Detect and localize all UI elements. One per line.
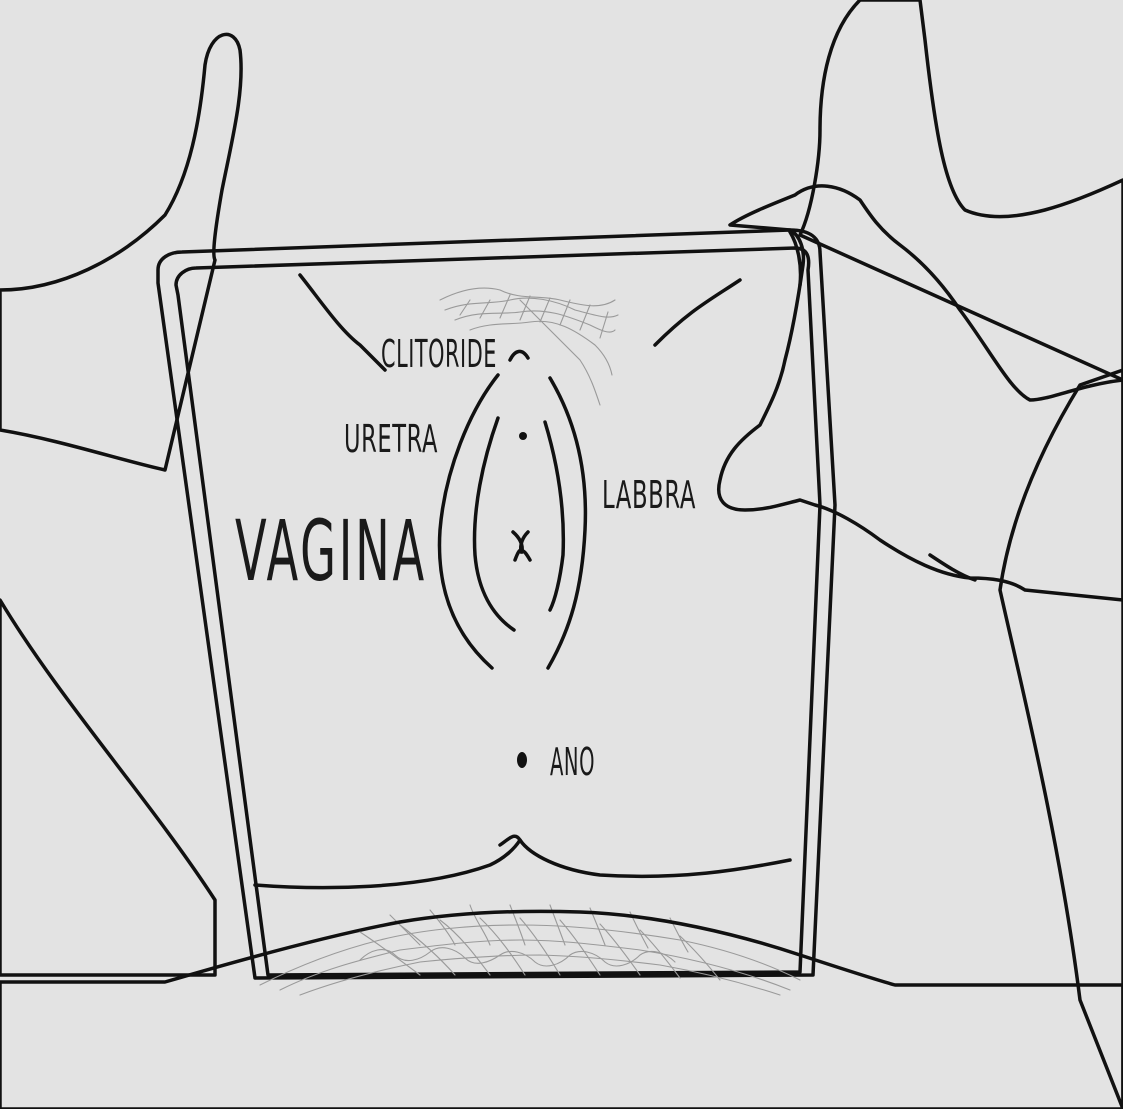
label-ano: ANO — [550, 740, 595, 784]
label-uretra: URETRA — [344, 417, 438, 461]
label-vagina: VAGINA — [235, 502, 427, 600]
label-labbra: LABBRA — [602, 473, 696, 517]
anus-dot — [517, 752, 527, 768]
urethra-dot — [519, 432, 527, 440]
label-clitoride: CLITORIDE — [381, 332, 497, 376]
